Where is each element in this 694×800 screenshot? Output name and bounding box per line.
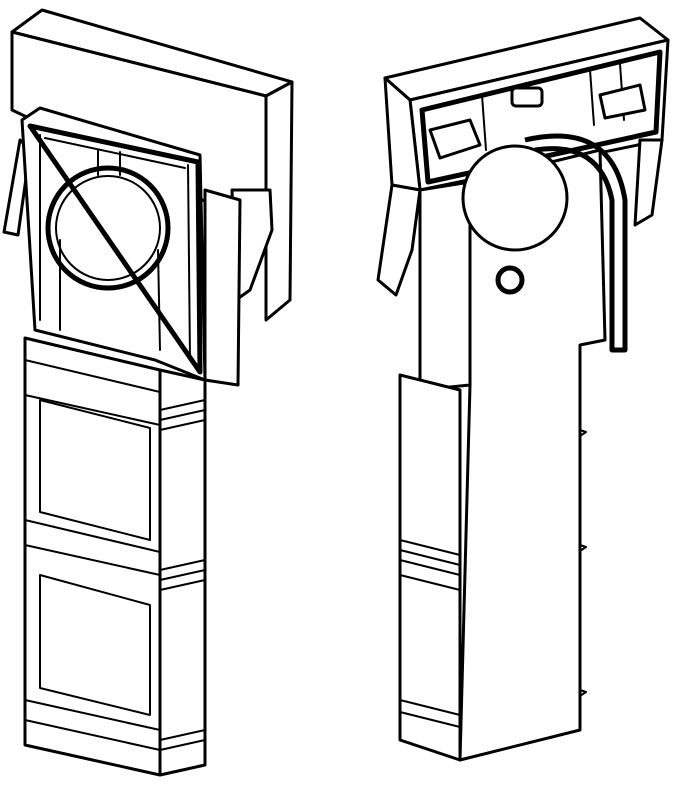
mounting-hole <box>495 265 525 295</box>
right-side-clips <box>376 138 664 297</box>
right-ring-arch <box>461 133 628 353</box>
left-top-block <box>10 8 294 322</box>
left-component-front-view <box>2 8 294 777</box>
right-component-rear-view <box>376 16 670 762</box>
left-ring <box>45 149 171 351</box>
right-body <box>398 148 607 762</box>
left-lower-column <box>23 336 207 777</box>
